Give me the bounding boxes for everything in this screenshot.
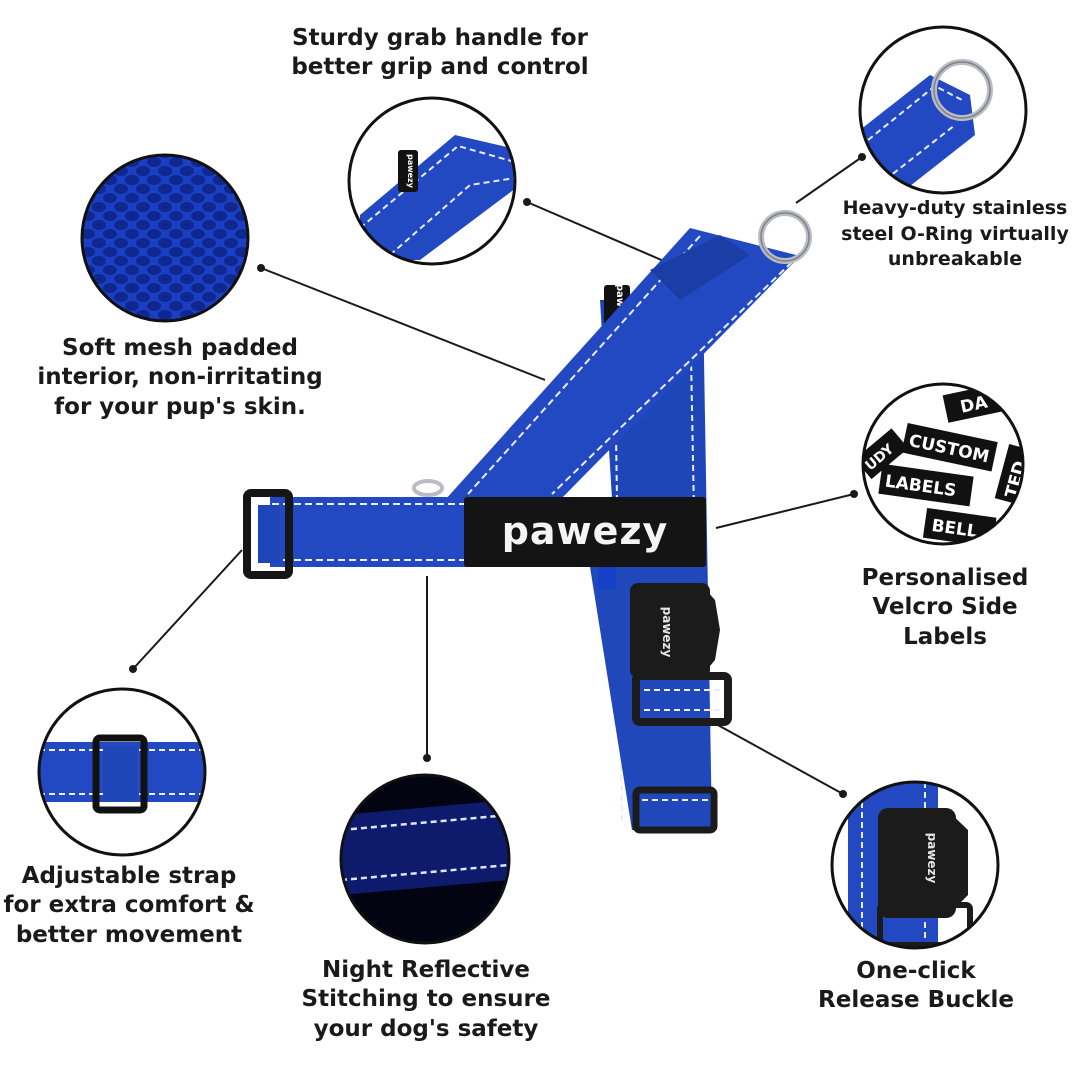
detail-circle-mesh xyxy=(80,153,250,323)
detail-circle-adjustable xyxy=(37,687,207,857)
leader-line-o-ring xyxy=(795,156,863,204)
harness-buckle-text: pawezy xyxy=(660,607,674,658)
leader-dot-labels xyxy=(850,490,858,498)
harness-chest-strap xyxy=(445,228,800,500)
detail-circle-grab-handle: pawezy xyxy=(347,96,517,266)
caption-buckle: One-click Release Buckle xyxy=(818,958,1014,1014)
harness-brand-label-text: pawezy xyxy=(502,509,669,553)
caption-mesh: Soft mesh padded interior, non-irritatin… xyxy=(37,335,323,420)
detail-buckle-text: pawezy xyxy=(925,833,939,884)
leader-dot-reflective xyxy=(423,754,431,762)
leader-lines xyxy=(129,153,866,798)
harness-strap-tag-text: pawezy xyxy=(614,284,625,327)
leader-line-grab-handle xyxy=(526,201,681,269)
leader-dot-grab-handle xyxy=(523,198,531,206)
harness-image: pawezy pawezy pawezy xyxy=(243,210,812,834)
caption-o-ring: Heavy-duty stainless steel O-Ring virtua… xyxy=(841,197,1069,271)
caption-grab-handle: Sturdy grab handle for better grip and c… xyxy=(291,25,589,81)
leader-dot-adjustable xyxy=(129,665,137,673)
detail-circle-buckle: pawezy xyxy=(830,780,1000,950)
caption-labels: Personalised Velcro Side Labels xyxy=(861,565,1029,650)
harness-bottom-adjuster xyxy=(632,786,718,834)
detail-circle-o-ring xyxy=(858,25,1028,195)
harness-side-adjuster xyxy=(243,489,293,579)
caption-reflective: Night Reflective Stitching to ensure you… xyxy=(301,957,551,1042)
detail-circle-reflective xyxy=(339,773,511,945)
leader-line-buckle xyxy=(715,723,844,795)
leader-line-labels xyxy=(715,493,855,529)
leader-dot-mesh xyxy=(257,264,265,272)
leader-line-mesh xyxy=(260,267,546,381)
harness-release-buckle: pawezy xyxy=(630,583,732,726)
detail-handle-tag-text: pawezy xyxy=(406,154,415,189)
leader-line-adjustable xyxy=(132,549,243,670)
leader-dot-o-ring xyxy=(858,153,866,161)
harness-brand-label xyxy=(464,497,706,567)
detail-circle-labels: DA CUSTOM UDY TED LABELS BELL xyxy=(861,382,1025,546)
caption-adjustable: Adjustable strap for extra comfort & bet… xyxy=(3,863,255,948)
leader-dot-buckle xyxy=(839,790,847,798)
